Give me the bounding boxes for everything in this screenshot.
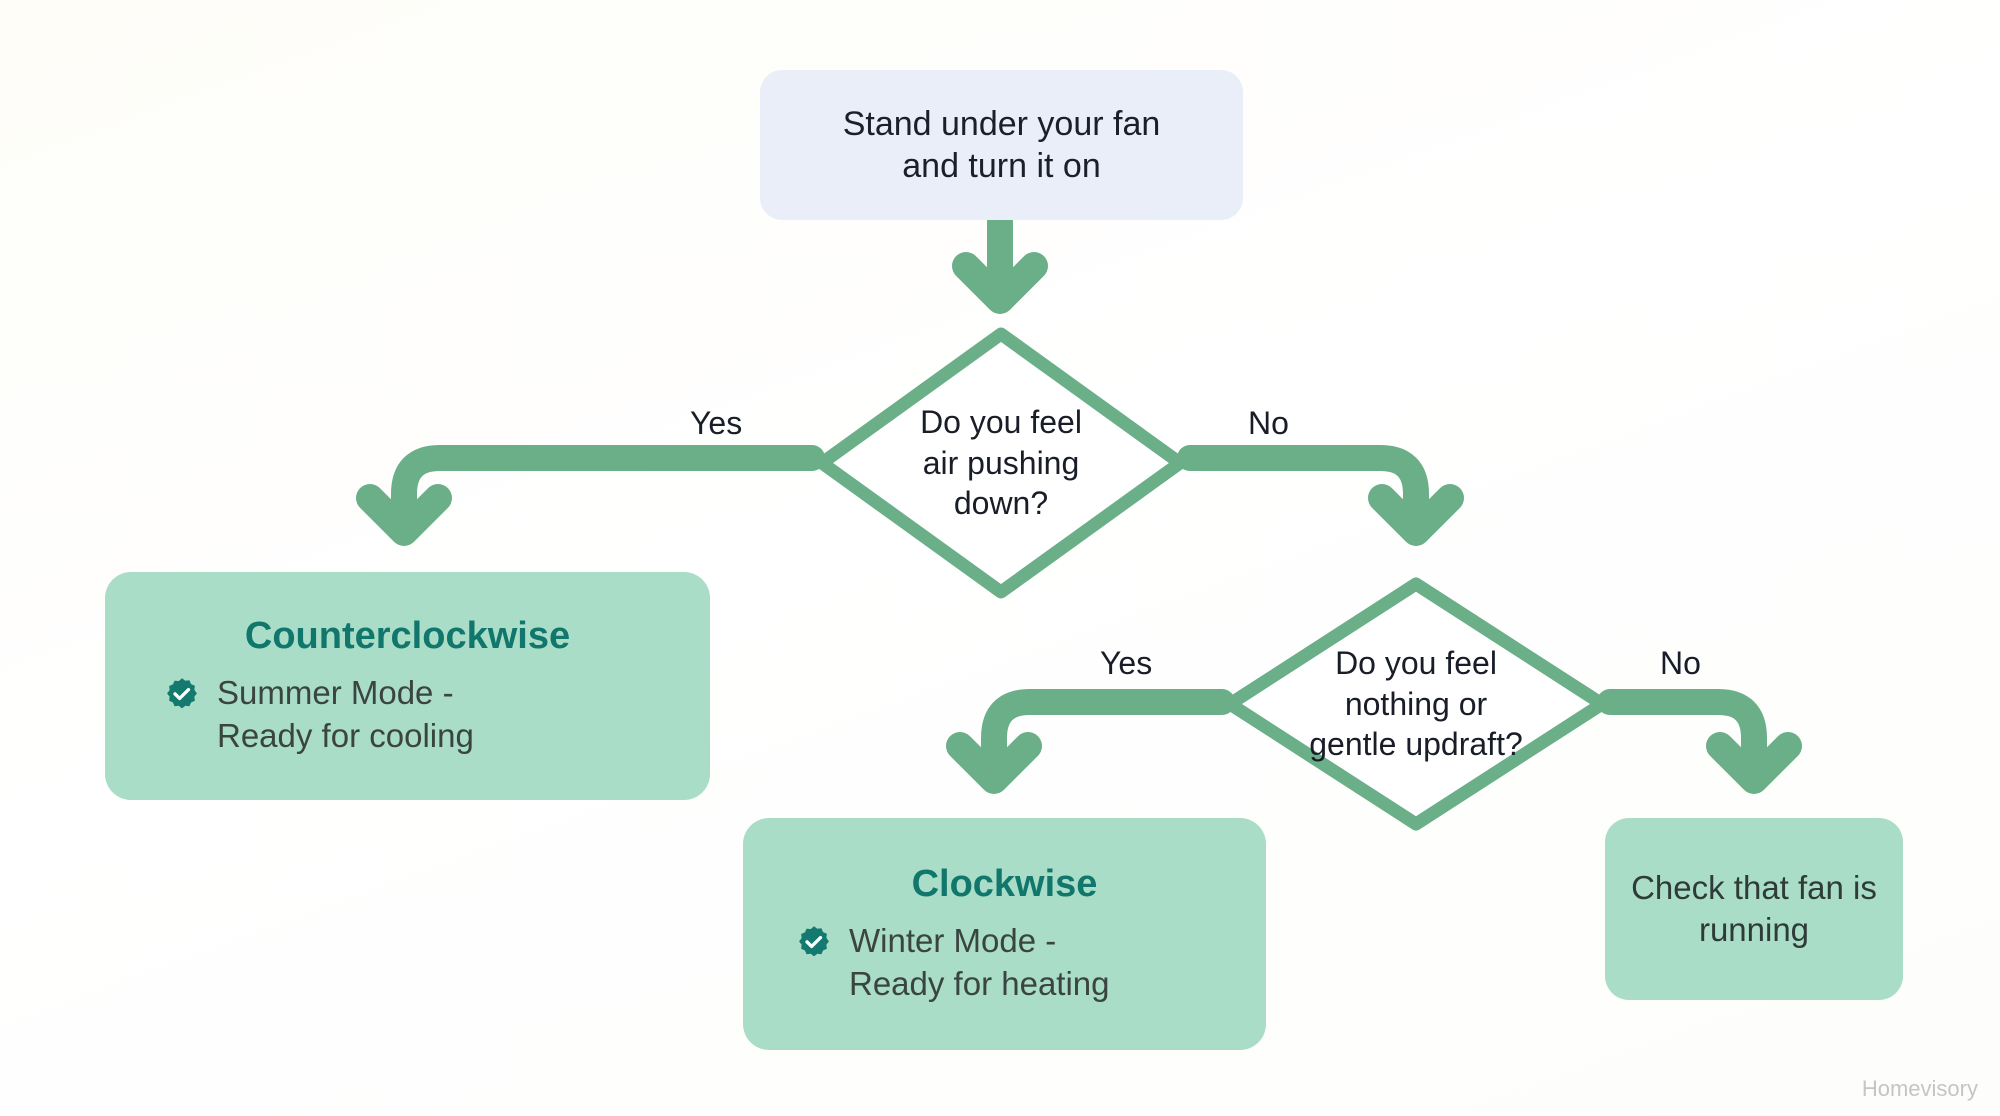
edge-label-decision2-no: No [1660, 645, 1701, 681]
clockwise-detail-row: Winter Mode - Ready for heating [743, 920, 1266, 1004]
node-decision-1[interactable]: Do you feel air pushing down? [806, 318, 1196, 608]
check-fan-label: Check that fan is running [1631, 868, 1877, 948]
clockwise-subtitle: Winter Mode - Ready for heating [849, 922, 1110, 1002]
counterclockwise-detail-row: Summer Mode - Ready for cooling [105, 672, 710, 756]
counterclockwise-subtitle: Summer Mode - Ready for cooling [217, 674, 474, 754]
connector-decision1-no [1177, 445, 1450, 532]
watermark: Homevisory [1861, 1076, 1978, 1101]
edge-label-decision2-yes: Yes [1100, 645, 1153, 681]
counterclockwise-title: Counterclockwise [244, 615, 571, 658]
verified-check-badge-icon [163, 676, 201, 714]
decision-1-label: Do you feel air pushing down? [920, 403, 1082, 522]
connector-start-to-decision1 [966, 218, 1034, 300]
node-start[interactable]: Stand under your fan and turn it on [760, 70, 1243, 220]
decision-1-diamond-shape [815, 327, 1187, 599]
verified-check-badge-icon [795, 924, 833, 962]
start-label: Stand under your fan and turn it on [842, 104, 1161, 186]
connector-decision1-yes [370, 445, 825, 532]
node-check-fan[interactable]: Check that fan is running [1605, 818, 1903, 1000]
decision-2-label: Do you feel nothing or gentle updraft? [1309, 644, 1523, 763]
node-decision-2[interactable]: Do you feel nothing or gentle updraft? [1216, 570, 1616, 838]
connector-decision2-no [1597, 689, 1788, 780]
connector-decision2-yes [960, 689, 1235, 780]
node-result-counterclockwise[interactable]: Counterclockwise Summer Mode - Ready for… [105, 572, 710, 800]
edge-label-decision1-no: No [1248, 405, 1289, 441]
clockwise-title: Clockwise [911, 863, 1098, 906]
node-result-clockwise[interactable]: Clockwise Winter Mode - Ready for heatin… [743, 818, 1266, 1050]
edge-label-decision1-yes: Yes [690, 405, 743, 441]
decision-2-diamond-shape [1223, 577, 1609, 831]
